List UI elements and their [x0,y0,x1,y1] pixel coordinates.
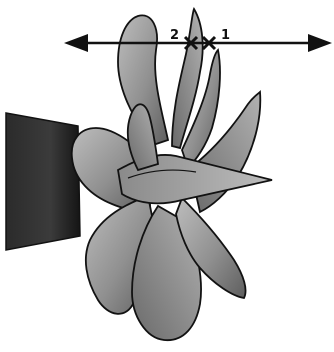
point-label-1: 1 [221,28,230,43]
shaft [6,113,80,250]
point-label-2: 2 [170,28,179,43]
